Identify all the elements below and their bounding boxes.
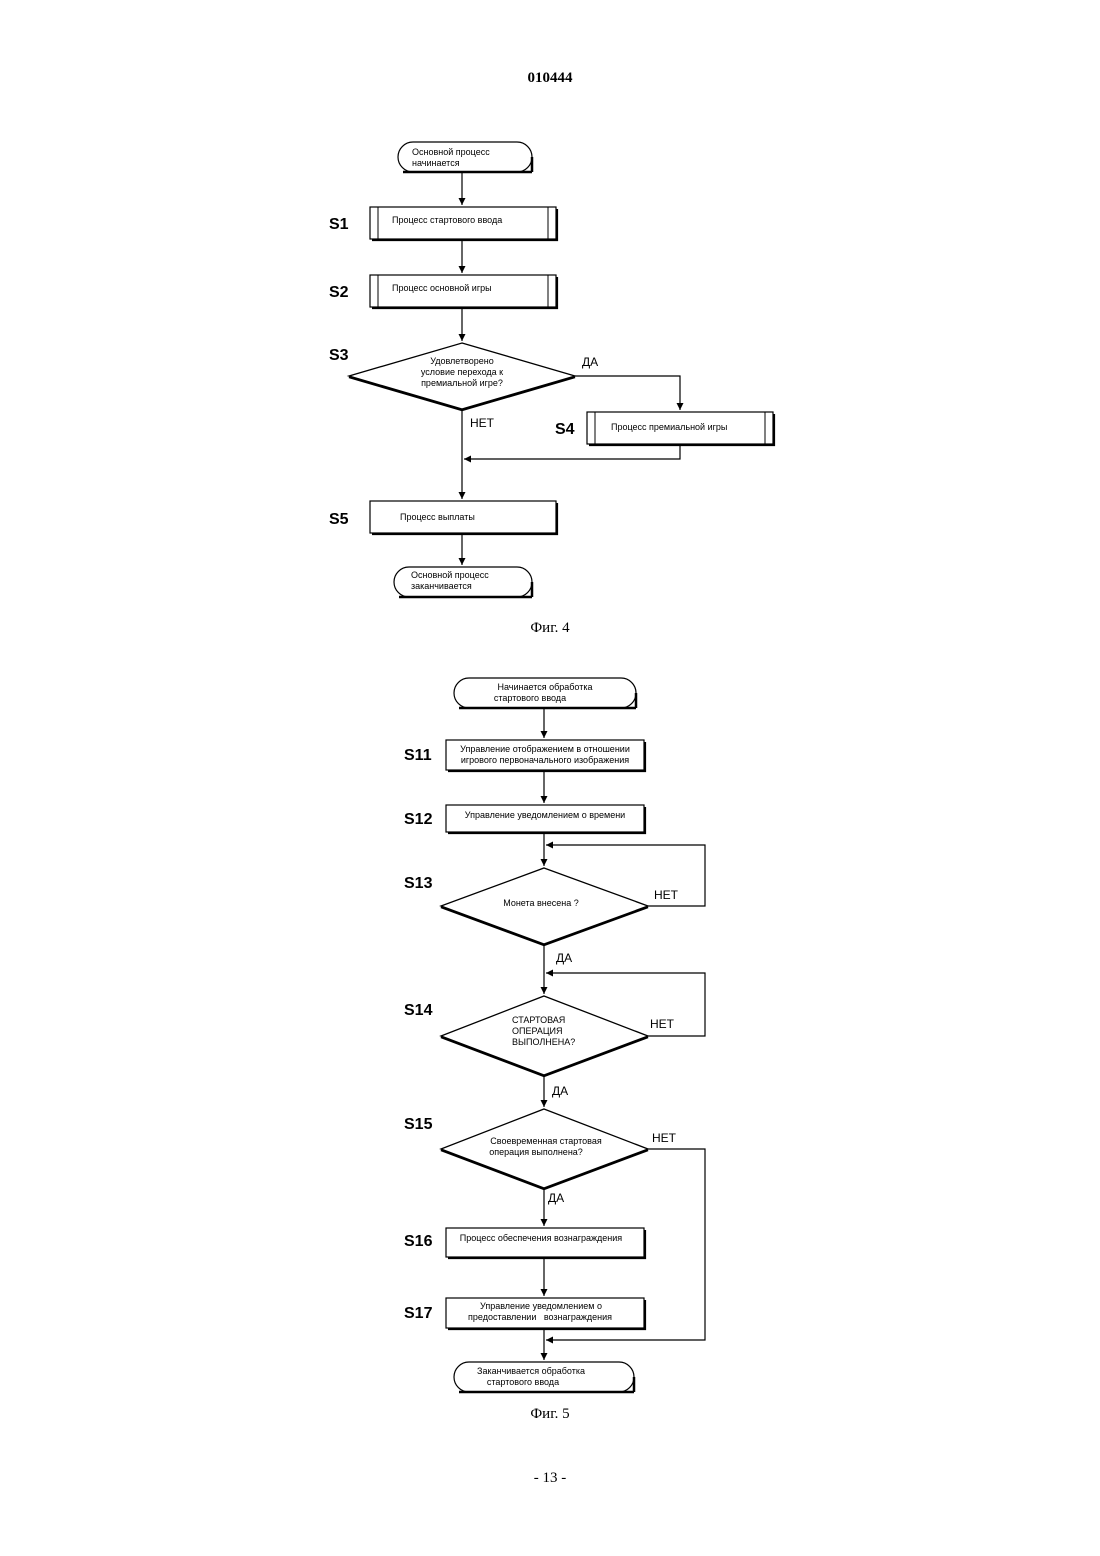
page-number: - 13 - [534,1470,567,1486]
fig4-s1-label: S1 [329,216,349,233]
fig5-s14-line1: СТАРТОВАЯ [512,1015,565,1025]
fig4-s3-line2: условие перехода к [421,367,503,377]
fig5-s15-line2: операция выполнена? [489,1147,583,1157]
fig4-s5-label: S5 [329,511,349,528]
fig4-s4-label: S4 [555,421,575,438]
fig4-s2-label: S2 [329,284,349,301]
fig4-s5-text: Процесс выплаты [400,512,475,522]
fig5-s14-line2: ОПЕРАЦИЯ [512,1026,563,1036]
fig5-s12-text: Управление уведомлением о времени [465,810,625,820]
fig5-start-line2: стартового ввода [494,693,566,703]
fig5-caption: Фиг. 5 [530,1406,569,1422]
fig4-s3-no-label: НЕТ [470,416,495,430]
fig4-s3-line3: премиальной игре? [421,378,503,388]
fig4-arrow-s4-merge [464,445,680,459]
fig5-s13-yes-label: ДА [556,951,572,965]
fig5-s17-line1: Управление уведомлением о [480,1301,602,1311]
fig4-s3-label: S3 [329,347,349,364]
fig4-end-line2: заканчивается [411,581,472,591]
fig4-caption: Фиг. 4 [530,620,570,636]
fig4-s3-yes-label: ДА [582,355,598,369]
fig5-s16-text: Процесс обеспечения вознаграждения [460,1233,623,1243]
document-number: 010444 [528,70,574,86]
fig5-s15-no-label: НЕТ [652,1131,677,1145]
fig5-arrow-s13-no-loop [546,845,705,906]
fig5-s13-text: Монета внесена ? [503,898,579,908]
figure-4 [349,142,774,597]
fig5-s17-label: S17 [404,1305,433,1322]
fig5-arrow-s14-no-loop [546,973,705,1036]
fig4-s1-text: Процесс стартового ввода [392,215,502,225]
fig5-s13-no-label: НЕТ [654,888,679,902]
fig5-s15-label: S15 [404,1116,433,1133]
fig5-start-line1: Начинается обработка [498,682,593,692]
fig5-s12-label: S12 [404,811,433,828]
fig5-s14-line3: ВЫПОЛНЕНА? [512,1037,575,1047]
fig5-s14-label: S14 [404,1002,433,1019]
fig4-s2-text: Процесс основной игры [392,283,492,293]
fig5-s14-yes-label: ДА [552,1084,568,1098]
fig5-s11-line1: Управление отображением в отношении [460,744,630,754]
fig4-arrow-s3-yes [575,376,680,410]
fig4-start-line2: начинается [412,158,460,168]
fig4-end-line1: Основной процесс [411,570,489,580]
fig5-end-line2: стартового ввода [487,1377,559,1387]
fig5-s17-line2: предоставлении вознаграждения [468,1312,612,1322]
fig5-s11-line2: игрового первоначального изображения [461,755,629,765]
fig4-start-line1: Основной процесс [412,147,490,157]
figure-5 [441,678,705,1392]
fig5-s15-yes-label: ДА [548,1191,564,1205]
fig4-s3-line1: Удовлетворено [430,356,494,366]
fig5-s11-label: S11 [404,747,432,764]
fig5-end-line1: Заканчивается обработка [477,1366,585,1376]
fig5-s15-line1: Своевременная стартовая [490,1136,602,1146]
fig4-s4-text: Процесс премиальной игры [611,422,727,432]
fig5-s16-label: S16 [404,1233,433,1250]
fig5-s14-no-label: НЕТ [650,1017,675,1031]
fig5-s13-label: S13 [404,875,433,892]
